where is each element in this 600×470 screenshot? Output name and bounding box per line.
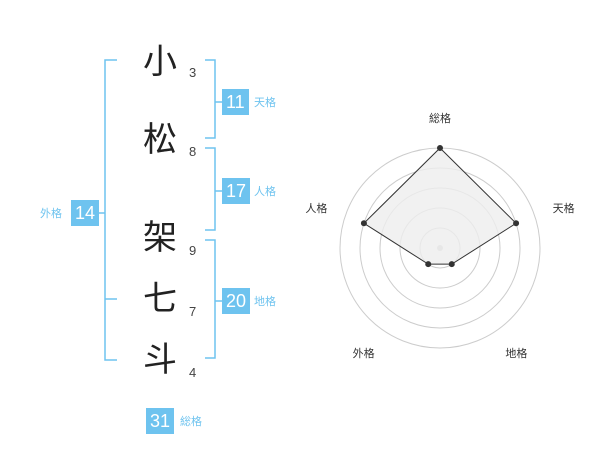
stroke-count-1: 3 — [189, 65, 197, 80]
gaikaku-value: 14 — [71, 200, 100, 226]
radar-axis-label-3: 地格 — [505, 346, 527, 360]
gaikaku-label: 外格 — [40, 207, 62, 220]
name-char-1: 小 — [143, 42, 177, 82]
tenkaku-bracket — [205, 59, 216, 139]
stroke-count-5: 4 — [189, 365, 197, 380]
radar-axis-label-1: 総格 — [429, 111, 451, 125]
radar-axis-label-4: 外格 — [353, 346, 375, 360]
soukaku-value: 31 — [146, 408, 175, 434]
radar-point-4 — [425, 261, 432, 268]
chikaku-value: 20 — [222, 288, 251, 314]
radar-axis-label-2: 天格 — [553, 201, 575, 215]
radar-series-area — [363, 147, 517, 265]
radar-point-3 — [448, 261, 455, 268]
name-char-4: 七 — [143, 279, 177, 319]
jinkaku-value: 17 — [222, 178, 251, 204]
name-char-5: 斗 — [143, 340, 177, 380]
tenkaku-value: 11 — [222, 89, 249, 115]
radar-point-5 — [360, 220, 367, 227]
stroke-count-2: 8 — [189, 144, 197, 159]
chikaku-bracket — [205, 239, 216, 359]
stroke-count-4: 7 — [189, 304, 197, 319]
soukaku-label: 総格 — [180, 415, 202, 428]
radar-point-2 — [513, 220, 520, 227]
radar-axis-label-5: 人格 — [305, 201, 327, 215]
jinkaku-bracket — [205, 147, 216, 231]
stroke-count-3: 9 — [189, 243, 197, 258]
gaikaku-bracket — [104, 59, 117, 361]
tenkaku-label: 天格 — [254, 96, 276, 109]
name-char-2: 松 — [143, 120, 177, 160]
chikaku-label: 地格 — [254, 295, 276, 308]
jinkaku-label: 人格 — [254, 185, 276, 198]
name-char-3: 架 — [143, 218, 177, 258]
radar-point-1 — [437, 145, 443, 151]
